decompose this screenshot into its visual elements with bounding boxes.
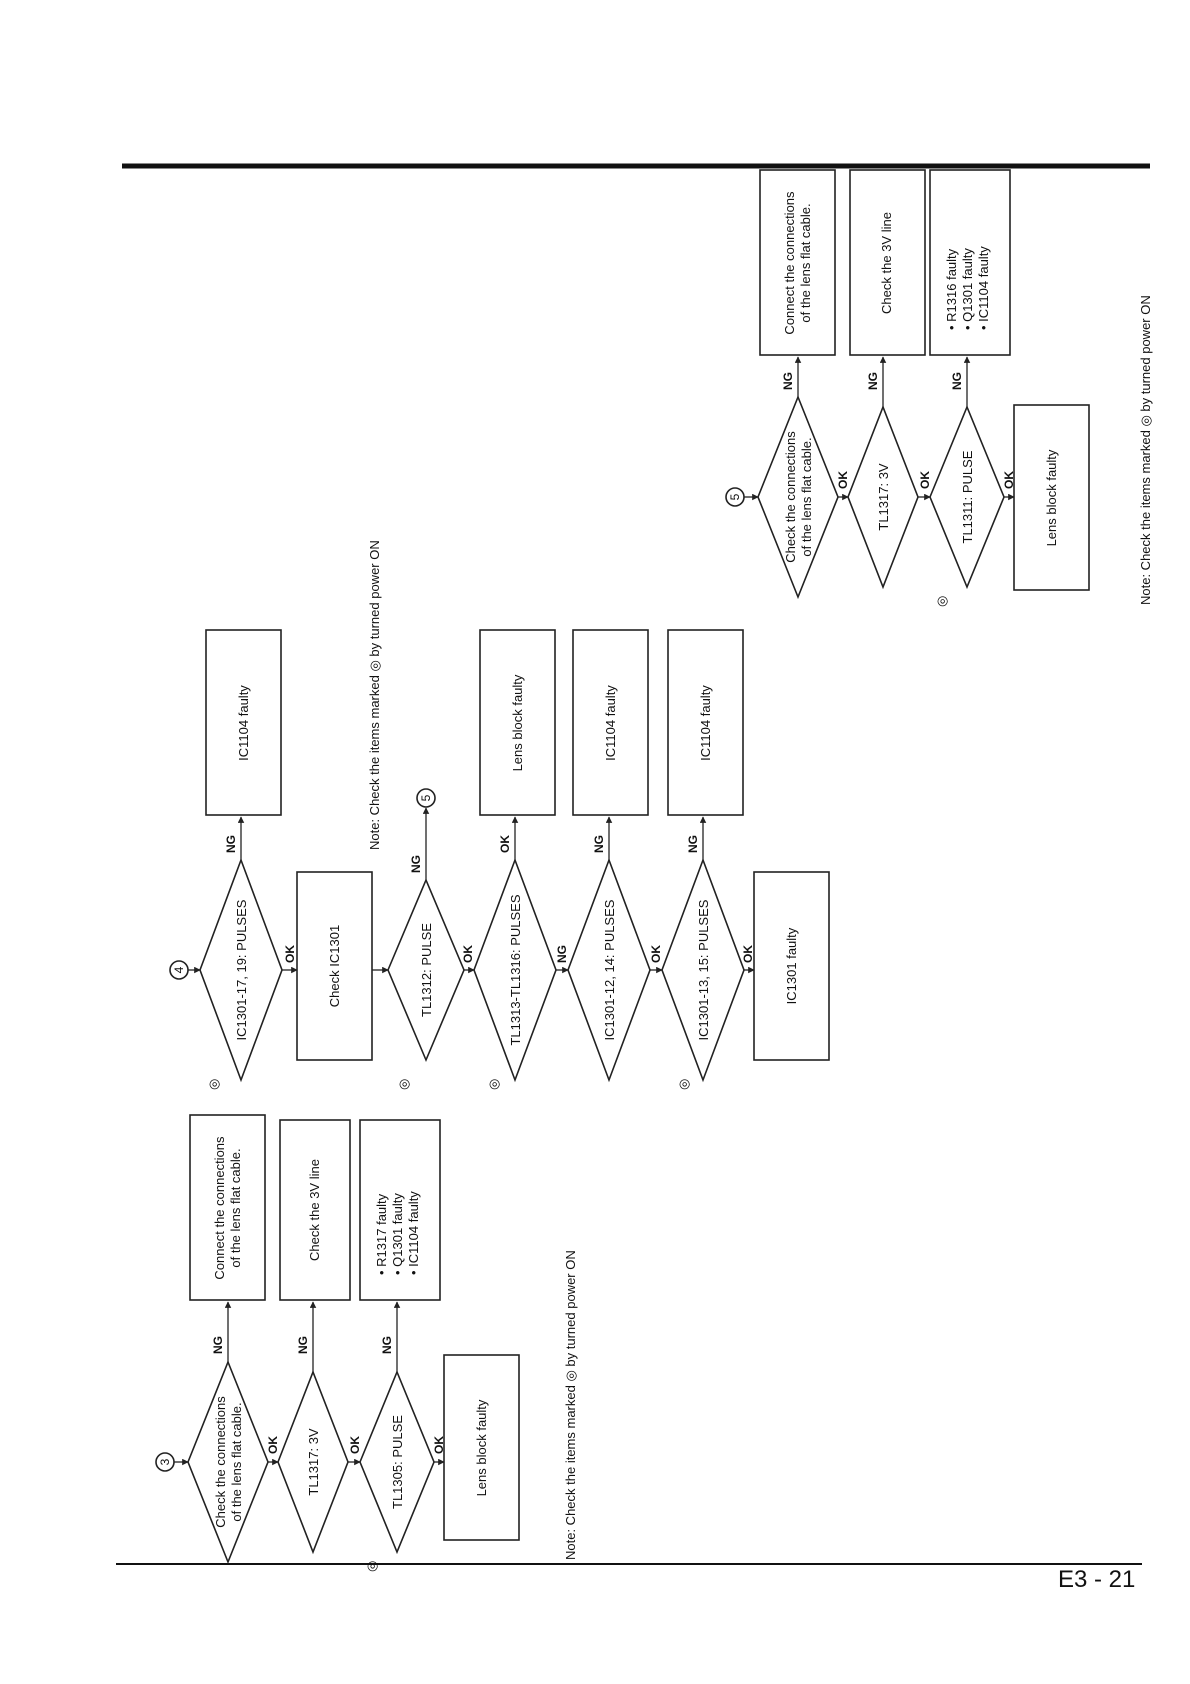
result-faulty-parts: [359, 1119, 441, 1301]
svg-text:OK: OK: [649, 945, 663, 963]
ok-label: OK: [266, 1436, 280, 1454]
svg-text:Lens block faulty: Lens block faulty: [510, 674, 525, 771]
svg-text:Lens block faulty: Lens block faulty: [1044, 449, 1059, 546]
svg-text:Connect the connections: Connect the connections: [212, 1136, 227, 1280]
svg-text:OK: OK: [432, 1436, 446, 1454]
svg-text:Check the connections: Check the connections: [783, 431, 798, 563]
svg-text:OK: OK: [283, 945, 297, 963]
svg-text:IC1301-13, 15: PULSES: IC1301-13, 15: PULSES: [696, 899, 711, 1040]
svg-text:NG: NG: [950, 372, 964, 390]
process-check-ic1301: [296, 871, 373, 1061]
svg-text:Connect the connections: Connect the connections: [782, 191, 797, 335]
result-connect-cable-5: [759, 169, 836, 356]
result-lens-block: [443, 1354, 520, 1541]
svg-text:NG: NG: [866, 372, 880, 390]
svg-text:◎: ◎: [676, 1079, 691, 1090]
svg-text:◎: ◎: [486, 1079, 501, 1090]
svg-text:• Q1301 faulty: • Q1301 faulty: [390, 1193, 405, 1275]
svg-text:OK: OK: [498, 835, 512, 853]
svg-text:OK: OK: [918, 471, 932, 489]
ng-label: NG: [211, 1336, 225, 1354]
result-check-3v-5: [849, 169, 926, 356]
svg-text:◎: ◎: [206, 1079, 221, 1090]
svg-text:◎: ◎: [934, 596, 949, 607]
svg-text:TL1311: PULSE: TL1311: PULSE: [960, 450, 975, 543]
decision-cable-check: [187, 1359, 269, 1565]
svg-text:NG: NG: [409, 855, 423, 873]
result-connect-cable: [189, 1114, 266, 1301]
svg-text:IC1104 faulty: IC1104 faulty: [236, 685, 251, 761]
svg-text:NG: NG: [296, 1336, 310, 1354]
svg-text:NG: NG: [592, 835, 606, 853]
note-flow-3: Note: Check the items marked ◎ by turned…: [563, 1250, 578, 1560]
flowchart-3: 3 Check the connections of the lens flat…: [150, 1114, 600, 1572]
svg-text:NG: NG: [224, 835, 238, 853]
flowchart-5: 5 Check the connections of the lens flat…: [720, 169, 1170, 607]
svg-text:NG: NG: [380, 1336, 394, 1354]
svg-text:4: 4: [172, 966, 186, 973]
svg-text:IC1104 faulty: IC1104 faulty: [698, 685, 713, 761]
result-ic1104-faulty-3: [667, 629, 744, 816]
svg-text:• IC1104 faulty: • IC1104 faulty: [976, 246, 991, 330]
result-faulty-parts-5: [929, 169, 1011, 356]
svg-text:• R1316 faulty: • R1316 faulty: [944, 248, 959, 330]
svg-text:Check the 3V line: Check the 3V line: [307, 1159, 322, 1261]
result-check-3v: [279, 1119, 351, 1301]
power-on-mark: ◎: [364, 1561, 379, 1572]
svg-text:◎: ◎: [396, 1079, 411, 1090]
flowchart-4: 4 ◎ IC1301-17, 19: PULSES NG IC1104 faul…: [168, 540, 848, 1090]
svg-text:Check the 3V line: Check the 3V line: [879, 212, 894, 314]
svg-text:Check the connections: Check the connections: [213, 1396, 228, 1528]
svg-text:NG: NG: [555, 945, 569, 963]
result-lens-block-5: [1013, 404, 1090, 591]
svg-text:Lens block faulty: Lens block faulty: [474, 1399, 489, 1496]
svg-text:IC1301 faulty: IC1301 faulty: [784, 927, 799, 1004]
svg-text:Check IC1301: Check IC1301: [327, 925, 342, 1007]
svg-text:OK: OK: [348, 1436, 362, 1454]
svg-text:of the lens flat cable.: of the lens flat cable.: [228, 1148, 243, 1267]
svg-text:IC1301-12, 14: PULSES: IC1301-12, 14: PULSES: [602, 899, 617, 1040]
svg-text:OK: OK: [1002, 471, 1016, 489]
connector-5-jump-icon: [416, 788, 436, 808]
svg-text:5: 5: [419, 794, 433, 801]
svg-text:• IC1104 faulty: • IC1104 faulty: [406, 1191, 421, 1275]
decision-cable-check-5: [757, 394, 839, 600]
result-lens-block-faulty: [479, 629, 556, 816]
svg-text:of the lens flat cable.: of the lens flat cable.: [229, 1402, 244, 1521]
result-ic1104-faulty-1: [205, 629, 282, 816]
note-flow-4: Note: Check the items marked ◎ by turned…: [367, 540, 382, 850]
svg-text:TL1317: 3V: TL1317: 3V: [876, 463, 891, 531]
svg-text:• R1317 faulty: • R1317 faulty: [374, 1193, 389, 1275]
svg-text:OK: OK: [741, 945, 755, 963]
svg-text:5: 5: [728, 493, 742, 500]
svg-text:IC1104 faulty: IC1104 faulty: [603, 685, 618, 761]
result-ic1104-faulty-2: [572, 629, 649, 816]
note-flow-5: Note: Check the items marked ◎ by turned…: [1138, 295, 1153, 605]
svg-text:IC1301-17, 19: PULSES: IC1301-17, 19: PULSES: [234, 899, 249, 1040]
result-ic1301-faulty: [753, 871, 830, 1061]
svg-text:OK: OK: [461, 945, 475, 963]
svg-text:TL1305: PULSE: TL1305: PULSE: [390, 1415, 405, 1509]
svg-text:of the lens flat cable.: of the lens flat cable.: [799, 437, 814, 556]
svg-text:TL1312: PULSE: TL1312: PULSE: [419, 923, 434, 1017]
svg-text:OK: OK: [836, 471, 850, 489]
svg-text:• Q1301 faulty: • Q1301 faulty: [960, 248, 975, 330]
svg-text:TL1317: 3V: TL1317: 3V: [306, 1428, 321, 1496]
connector-3-label: 3: [158, 1458, 172, 1465]
svg-text:of the lens flat cable.: of the lens flat cable.: [798, 203, 813, 322]
svg-text:NG: NG: [781, 372, 795, 390]
svg-text:TL1313-TL1316: PULSES: TL1313-TL1316: PULSES: [508, 894, 523, 1045]
page-number: E3 - 21: [1058, 1566, 1136, 1593]
svg-text:NG: NG: [686, 835, 700, 853]
